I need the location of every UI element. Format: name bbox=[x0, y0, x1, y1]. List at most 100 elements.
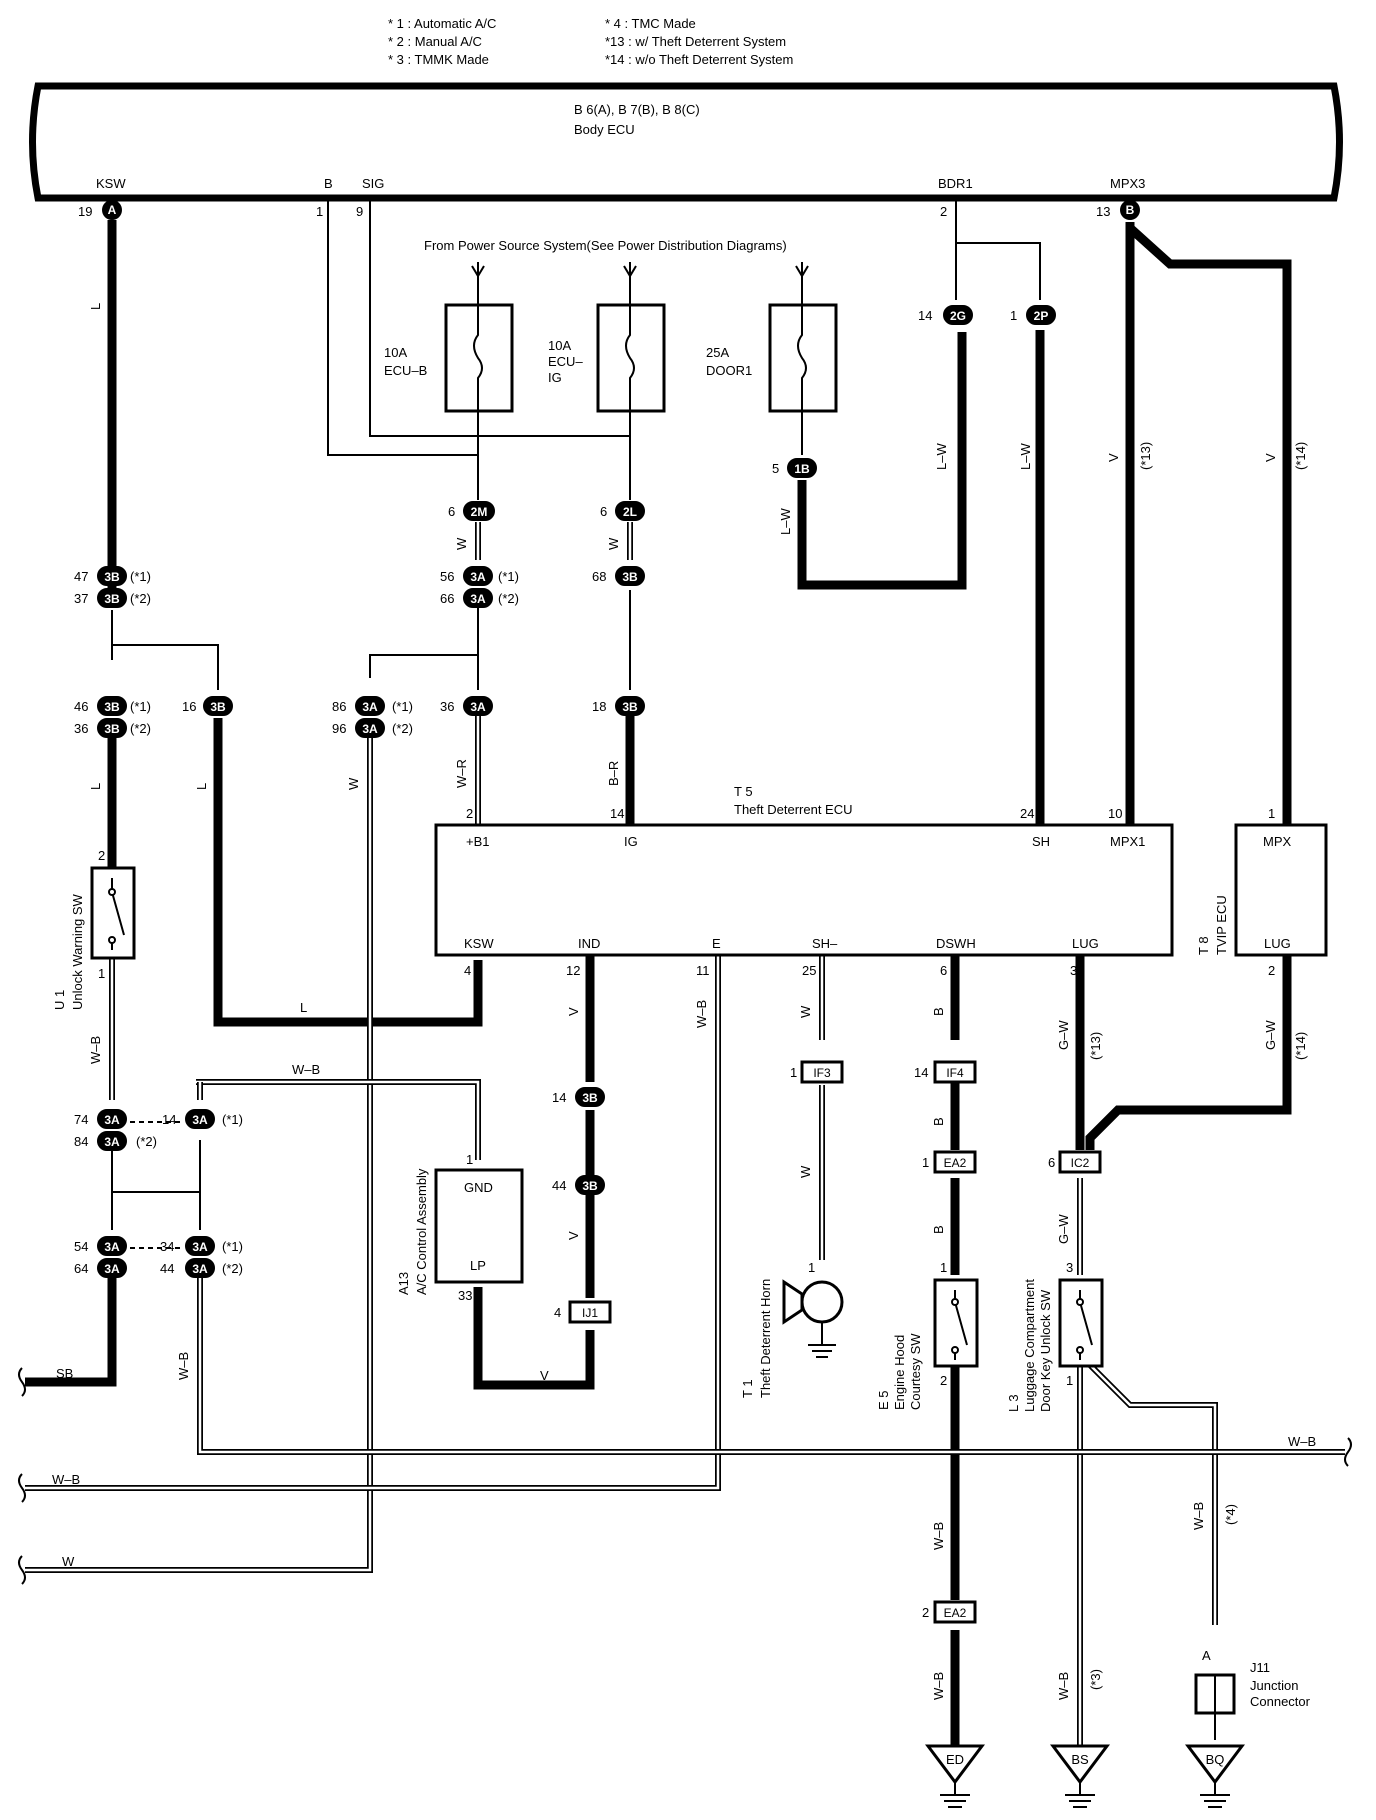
svg-text:25A: 25A bbox=[706, 345, 729, 360]
svg-text:B: B bbox=[931, 1007, 946, 1016]
svg-text:SH: SH bbox=[1032, 834, 1050, 849]
svg-text:W: W bbox=[606, 537, 621, 550]
connector-3a-66 bbox=[463, 588, 493, 608]
svg-text:2: 2 bbox=[466, 806, 473, 821]
theft-deterrent-horn: 1 T 1 Theft Deterrent Horn bbox=[740, 1260, 844, 1398]
svg-text:W–B: W–B bbox=[931, 1522, 946, 1550]
svg-text:3B: 3B bbox=[104, 722, 120, 736]
svg-text:10A: 10A bbox=[384, 345, 407, 360]
connector-3b-37 bbox=[97, 588, 127, 608]
body-ecu-pin-b: B bbox=[324, 176, 333, 191]
svg-text:T 5: T 5 bbox=[734, 784, 753, 799]
svg-text:B: B bbox=[931, 1117, 946, 1126]
svg-text:6: 6 bbox=[600, 504, 607, 519]
svg-text:(*2): (*2) bbox=[392, 721, 413, 736]
svg-text:1B: 1B bbox=[794, 462, 810, 476]
fuse-door1: 25A DOOR1 bbox=[706, 262, 838, 413]
body-ecu-name: Body ECU bbox=[574, 122, 635, 137]
ground-bs: BS bbox=[1050, 1744, 1110, 1808]
notes: * 1 : Automatic A/C * 2 : Manual A/C * 3… bbox=[388, 16, 793, 67]
svg-text:(*2): (*2) bbox=[136, 1134, 157, 1149]
hood-sw-name-1: Engine Hood bbox=[892, 1335, 907, 1410]
svg-text:(*1): (*1) bbox=[130, 569, 151, 584]
connector-3b-14 bbox=[575, 1087, 605, 1107]
connector-ij1 bbox=[568, 1300, 612, 1324]
svg-text:MPX: MPX bbox=[1263, 834, 1292, 849]
svg-text:KSW: KSW bbox=[464, 936, 494, 951]
svg-text:3: 3 bbox=[1070, 963, 1077, 978]
svg-text:56: 56 bbox=[440, 569, 454, 584]
svg-text:EA2: EA2 bbox=[944, 1606, 967, 1620]
connector-ea2-1 bbox=[933, 1150, 977, 1174]
fuse-ecu-ig: 10A ECU– IG bbox=[548, 262, 666, 413]
svg-text:V: V bbox=[1263, 453, 1278, 462]
svg-text:IG: IG bbox=[624, 834, 638, 849]
connector-3a-84 bbox=[97, 1131, 127, 1151]
connector-3b-18 bbox=[615, 696, 645, 716]
svg-text:W–B: W–B bbox=[1191, 1502, 1206, 1530]
connector-3b-68 bbox=[615, 566, 645, 586]
svg-text:(*2): (*2) bbox=[498, 591, 519, 606]
svg-text:MPX1: MPX1 bbox=[1110, 834, 1145, 849]
ground-bq: BQ bbox=[1185, 1744, 1245, 1808]
svg-text:3B: 3B bbox=[582, 1179, 598, 1193]
svg-text:1: 1 bbox=[922, 1155, 929, 1170]
svg-text:3B: 3B bbox=[104, 592, 120, 606]
engine-hood-courtesy-sw: 1 2 E 5 Engine Hood Courtesy SW bbox=[876, 1260, 979, 1410]
svg-text:2: 2 bbox=[940, 1373, 947, 1388]
svg-text:44: 44 bbox=[552, 1178, 566, 1193]
svg-text:IND: IND bbox=[578, 936, 600, 951]
svg-text:LP: LP bbox=[470, 1258, 486, 1273]
svg-text:3A: 3A bbox=[362, 722, 378, 736]
svg-text:A13: A13 bbox=[396, 1272, 411, 1295]
svg-text:1: 1 bbox=[1268, 806, 1275, 821]
body-ecu-pin-sig: SIG bbox=[362, 176, 384, 191]
connector-3b-46 bbox=[97, 696, 127, 716]
svg-text:(*1): (*1) bbox=[130, 699, 151, 714]
svg-text:IJ1: IJ1 bbox=[582, 1306, 598, 1320]
svg-text:L 3: L 3 bbox=[1006, 1394, 1021, 1412]
luggage-compartment-sw: 3 1 L 3 Luggage Compartment Door Key Unl… bbox=[1006, 1260, 1104, 1412]
connector-if3 bbox=[800, 1060, 844, 1084]
svg-text:66: 66 bbox=[440, 591, 454, 606]
svg-text:L: L bbox=[300, 1000, 307, 1015]
svg-text:12: 12 bbox=[566, 963, 580, 978]
svg-text:V: V bbox=[540, 1368, 549, 1383]
svg-text:4: 4 bbox=[554, 1305, 561, 1320]
svg-text:3B: 3B bbox=[622, 570, 638, 584]
svg-text:A/C Control Assembly: A/C Control Assembly bbox=[414, 1168, 429, 1295]
svg-text:(*2): (*2) bbox=[130, 591, 151, 606]
svg-text:W: W bbox=[346, 777, 361, 790]
svg-text:74: 74 bbox=[74, 1112, 88, 1127]
svg-text:L–W: L–W bbox=[778, 508, 793, 535]
svg-text:3A: 3A bbox=[104, 1113, 120, 1127]
svg-text:6: 6 bbox=[1048, 1155, 1055, 1170]
svg-text:25: 25 bbox=[802, 963, 816, 978]
svg-text:L: L bbox=[88, 303, 103, 310]
svg-text:54: 54 bbox=[74, 1239, 88, 1254]
svg-text:(*1): (*1) bbox=[392, 699, 413, 714]
svg-text:3B: 3B bbox=[582, 1091, 598, 1105]
svg-text:IG: IG bbox=[548, 370, 562, 385]
svg-text:W–B: W–B bbox=[694, 1000, 709, 1028]
svg-text:1: 1 bbox=[1010, 308, 1017, 323]
svg-text:W–R: W–R bbox=[454, 759, 469, 788]
svg-text:(*3): (*3) bbox=[1088, 1669, 1103, 1690]
svg-text:(*1): (*1) bbox=[498, 569, 519, 584]
svg-text:B–R: B–R bbox=[606, 761, 621, 786]
svg-text:T 8: T 8 bbox=[1196, 936, 1211, 955]
connector-3a-14 bbox=[185, 1109, 215, 1129]
svg-text:84: 84 bbox=[74, 1134, 88, 1149]
svg-text:ED: ED bbox=[946, 1752, 964, 1767]
svg-text:2: 2 bbox=[1268, 963, 1275, 978]
svg-text:W: W bbox=[62, 1554, 75, 1569]
connector-2g bbox=[943, 305, 973, 325]
svg-text:W–B: W–B bbox=[52, 1472, 80, 1487]
grounds: ED BS BQ bbox=[925, 1744, 1245, 1808]
svg-text:5: 5 bbox=[772, 461, 779, 476]
svg-text:3A: 3A bbox=[192, 1113, 208, 1127]
body-ecu-connector-a-label: A bbox=[108, 203, 117, 217]
svg-text:3A: 3A bbox=[470, 700, 486, 714]
svg-text:E 5: E 5 bbox=[876, 1390, 891, 1410]
svg-text:W: W bbox=[454, 537, 469, 550]
